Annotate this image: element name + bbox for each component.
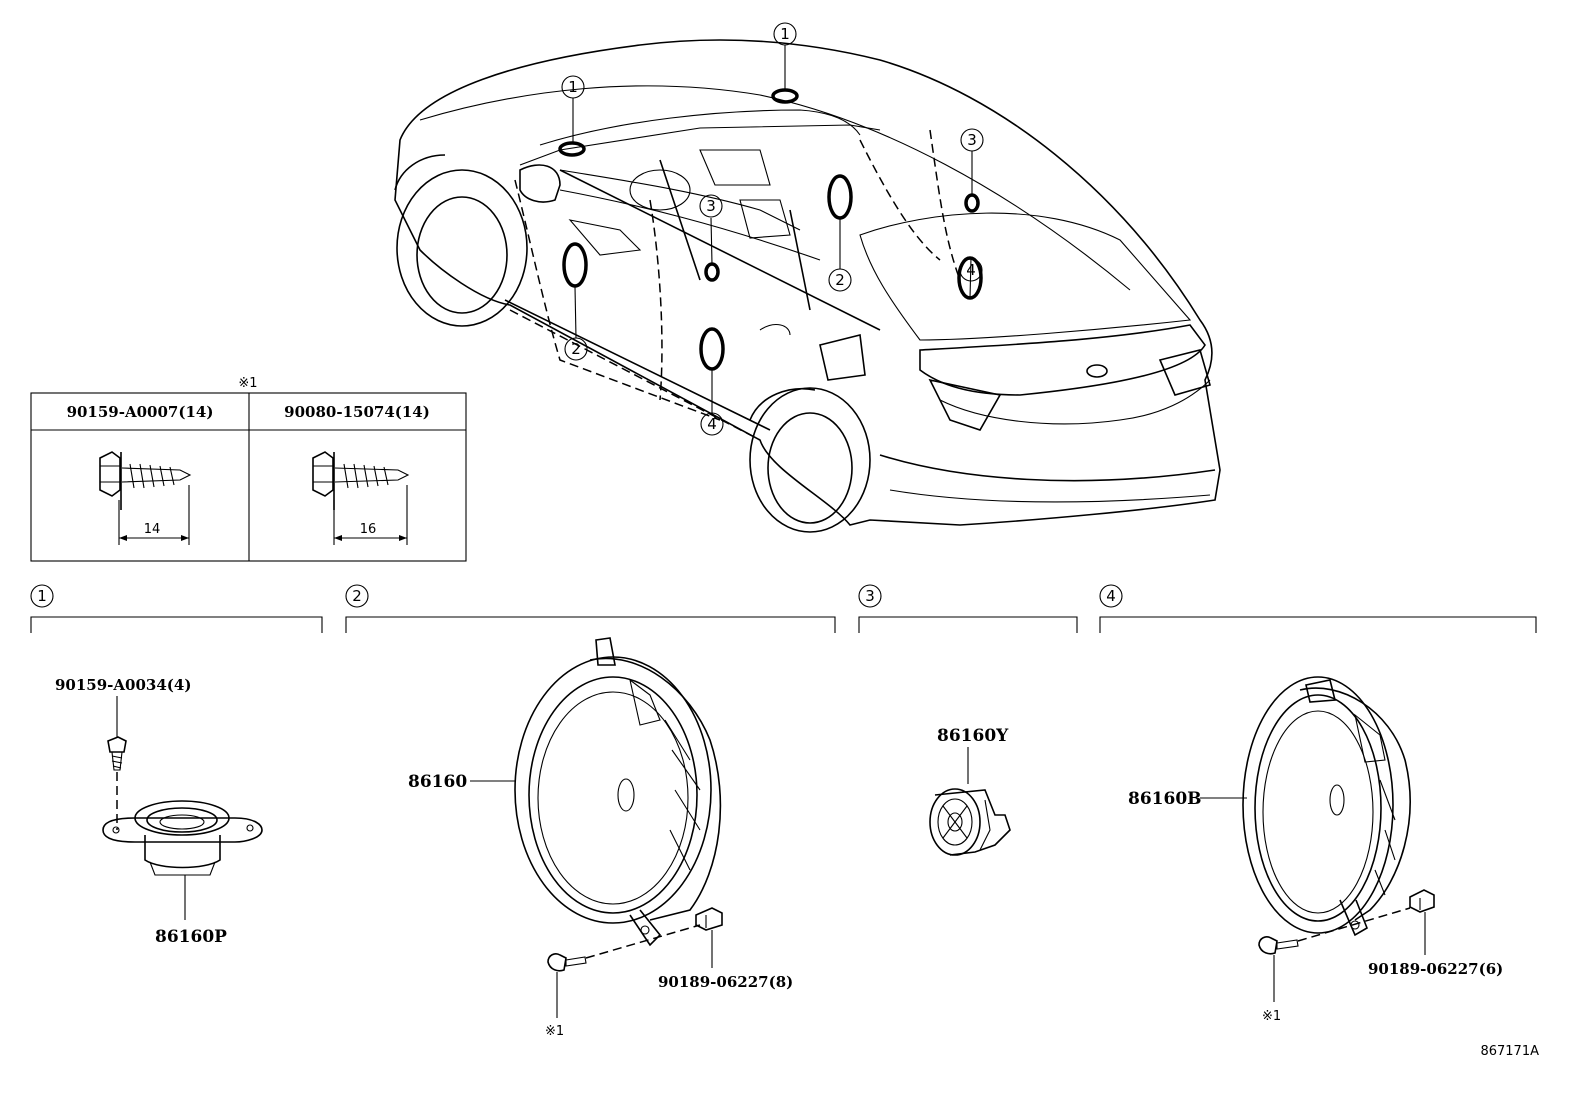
part-label-90159-A0034: 90159-A0034(4) [55,676,191,694]
screw-drawing-1: 14 [99,451,192,545]
svg-text:3: 3 [967,131,977,149]
note-mark-section-4: ※1 [1262,1009,1281,1024]
svg-text:4: 4 [1106,587,1116,605]
section-2-header: 2 [345,584,836,633]
section-3-parts: 86160Y [929,726,1011,856]
note-mark-section-2: ※1 [545,1024,564,1039]
speaker-86160-drawing [514,637,722,947]
car-callout-4a: 4 [700,412,724,436]
svg-text:2: 2 [352,587,362,605]
svg-text:4: 4 [707,415,717,433]
table-header-part-1: 90159-A0007(14) [67,403,214,421]
svg-text:1: 1 [568,78,578,96]
part-label-86160Y: 86160Y [937,726,1009,746]
screw-length-2: 16 [360,522,377,537]
car-callout-1a: 1 [561,75,585,99]
svg-text:1: 1 [37,587,47,605]
car-callout-1b: 1 [773,22,797,46]
screw-drawing-2: 16 [312,451,410,545]
section-3-header: 3 [858,584,1078,633]
screw-icon [1258,936,1299,955]
car-callout-3b: 3 [960,128,984,152]
section-2-parts: 86160 90189-06227(8) ※1 [408,637,793,1039]
part-label-86160B: 86160B [1128,789,1202,809]
svg-text:3: 3 [865,587,875,605]
car-illustration [394,39,1221,533]
svg-text:3: 3 [706,197,716,215]
table-note-mark: ※1 [238,376,257,391]
screw-icon [547,953,587,972]
clip-icon [1409,889,1435,913]
tweeter-86160Y-drawing [929,788,1011,856]
section-4-header: 4 [1099,584,1537,633]
svg-text:1: 1 [780,25,790,43]
figure-id: 867171A [1480,1044,1539,1059]
part-label-90189-06227-6: 90189-06227(6) [1368,960,1503,978]
screw-length-1: 14 [144,522,161,537]
part-label-86160: 86160 [408,772,467,792]
speaker-86160B-drawing [1242,676,1411,937]
part-label-86160P: 86160P [155,927,227,947]
car-callout-2b: 2 [828,268,852,292]
svg-text:2: 2 [835,271,845,289]
section-1-parts: 90159-A0034(4) 86160P [55,676,263,947]
car-callout-3a: 3 [699,194,723,218]
car-callout-2a: 2 [564,337,588,361]
section-1-header: 1 [30,584,323,633]
table-header-part-2: 90080-15074(14) [284,403,430,421]
svg-text:4: 4 [966,261,976,279]
fastener-table: ※1 90159-A0007(14) 90080-15074(14) 14 [30,376,467,562]
part-label-90189-06227-8: 90189-06227(8) [658,973,793,991]
car-callout-4b: 4 [959,258,983,282]
tweeter-86160P-drawing [102,800,263,876]
svg-text:2: 2 [571,340,581,358]
clip-icon [695,907,723,931]
screw-icon [107,736,127,771]
section-4-parts: 86160B 90189-06227(6) ※1 [1128,676,1503,1024]
